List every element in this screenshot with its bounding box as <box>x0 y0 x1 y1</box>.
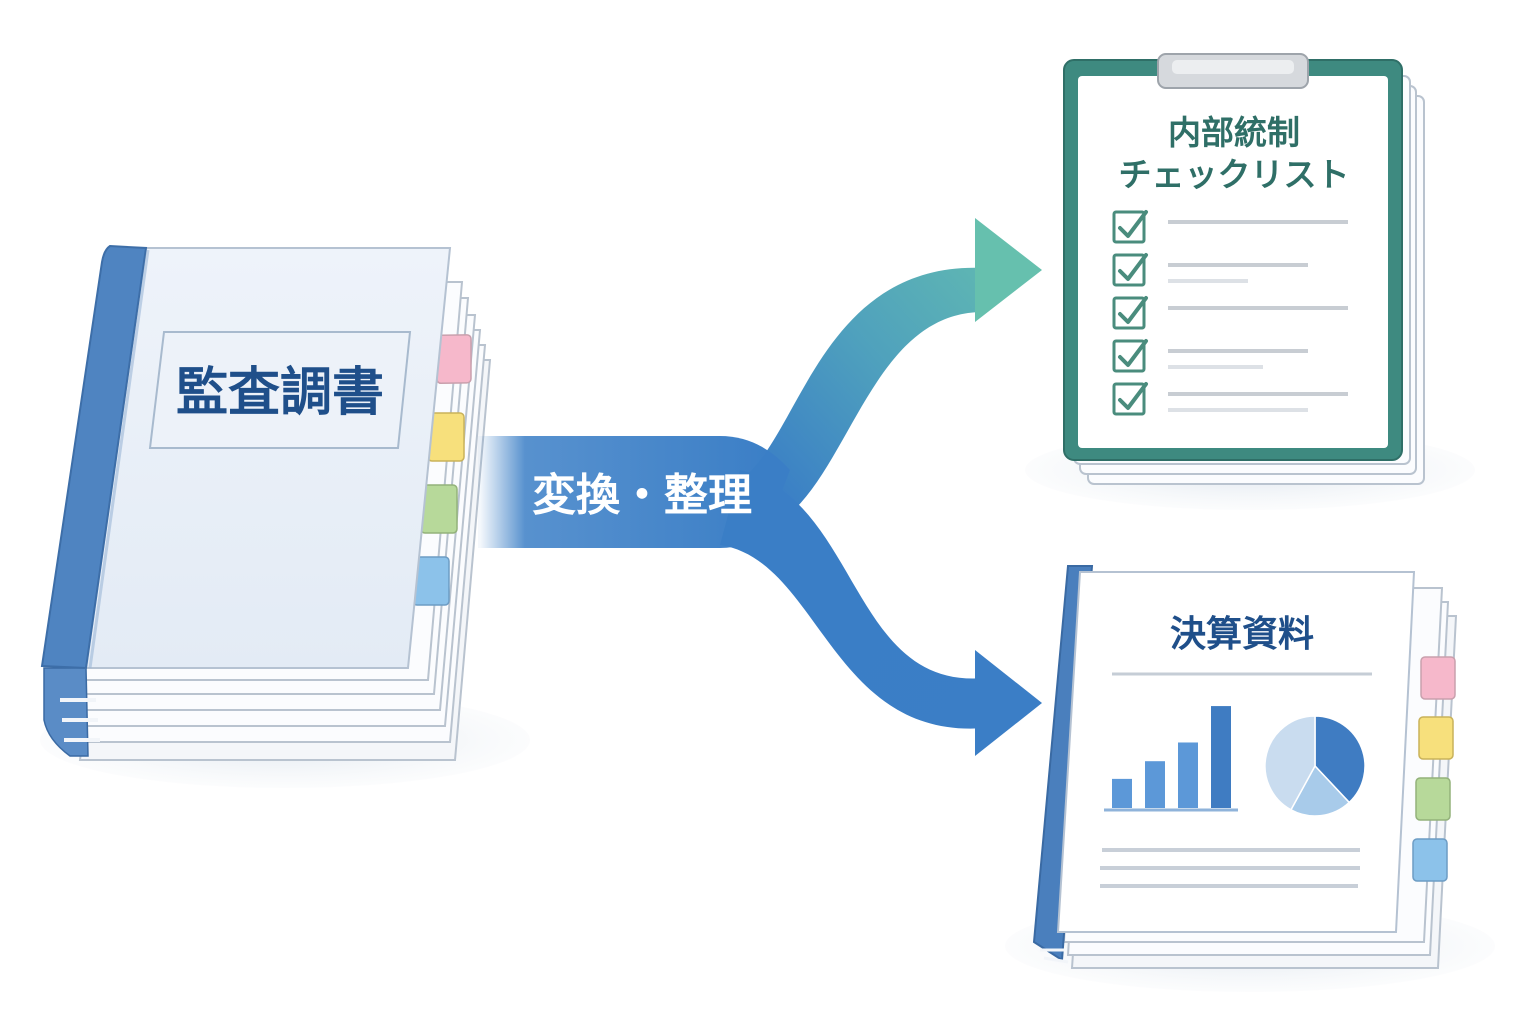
financial-title: 決算資料 <box>1170 614 1314 655</box>
financial-binder: 決算資料 <box>1005 565 1495 992</box>
financial-arrow-body <box>720 470 985 729</box>
checklist-paper <box>1078 76 1388 448</box>
bar <box>1178 742 1198 808</box>
financial-tabs <box>1412 656 1456 882</box>
checkmark-icon <box>1118 210 1148 238</box>
checkmark-icon <box>1118 339 1148 367</box>
financial-arrowhead <box>975 650 1042 756</box>
checklist-rows <box>1112 210 1348 416</box>
financial-tab-yellow <box>1418 716 1454 760</box>
source-tabs <box>412 334 472 606</box>
checkbox-icon <box>1112 382 1146 416</box>
checkmark-icon <box>1118 296 1148 324</box>
checkbox-icon <box>1112 296 1146 330</box>
financial-text-lines <box>1100 848 1360 888</box>
financial-tab-blue <box>1412 838 1448 882</box>
financial-pie-chart <box>1264 715 1366 817</box>
pie-slice <box>1314 715 1366 804</box>
checklist-row <box>1112 210 1348 244</box>
financial-spine-gaps <box>1040 948 1069 964</box>
source-title-box <box>148 331 412 449</box>
financial-bar-chart <box>1112 706 1231 808</box>
bar <box>1112 778 1132 808</box>
financial-page <box>1056 571 1416 933</box>
bar <box>1211 706 1231 808</box>
checklist-arrow-body <box>740 267 985 525</box>
flow-arrows: 変換・整理 <box>478 218 1042 756</box>
pie-slice <box>1264 715 1316 811</box>
financial-tab-green <box>1415 777 1451 821</box>
source-tab-pink <box>436 334 472 385</box>
source-binder: 監査調書 <box>40 244 530 788</box>
checkbox-icon <box>1112 253 1146 287</box>
source-spine-stack <box>43 667 89 757</box>
checklist-row <box>1112 253 1308 287</box>
checkbox-icon <box>1112 339 1146 373</box>
checkmark-icon <box>1118 382 1148 410</box>
trunk-arrow-body <box>478 436 790 548</box>
pie-slice <box>1289 764 1351 817</box>
source-spine-gaps <box>60 698 100 742</box>
checklist-row <box>1112 296 1348 330</box>
clip-highlight <box>1172 60 1294 74</box>
source-spine <box>40 244 148 670</box>
source-title: 監査調書 <box>176 363 384 423</box>
financial-tab-pink <box>1420 656 1456 700</box>
bar <box>1145 761 1165 808</box>
flow-label: 変換・整理 <box>532 470 752 521</box>
checklist-row <box>1112 382 1348 416</box>
checklist-row <box>1112 339 1308 373</box>
checklist-title-line1: 内部統制 <box>1168 113 1300 152</box>
checkbox-icon <box>1112 210 1146 244</box>
checklist-title-line2: チェックリスト <box>1119 155 1350 194</box>
source-spine-edge <box>88 249 150 669</box>
checklist-clipboard: 内部統制 チェックリスト <box>1025 53 1475 510</box>
checkmark-icon <box>1118 253 1148 281</box>
checklist-arrowhead <box>975 218 1042 322</box>
